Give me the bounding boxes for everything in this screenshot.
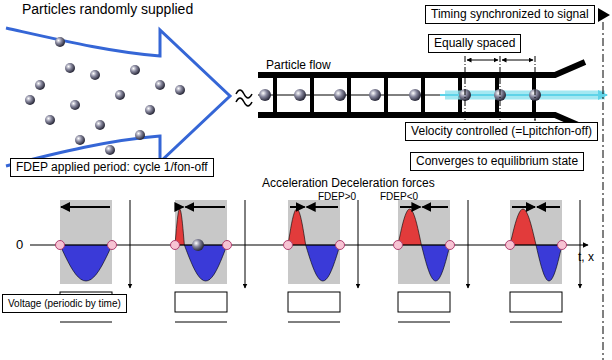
particle [115, 90, 125, 100]
particle [70, 100, 80, 110]
text-box: Velocity controlled (=Lpitchfon-off) [405, 122, 598, 141]
particle [95, 120, 105, 130]
text-box: Converges to equilibrium state [410, 152, 584, 171]
heading-label: Particles randomly supplied [22, 2, 193, 16]
particle [90, 70, 100, 80]
particle [65, 63, 75, 73]
particle [259, 89, 271, 101]
force-sign: FDEP<0 [380, 190, 418, 204]
particle [130, 65, 140, 75]
particle [25, 95, 35, 105]
particle [155, 80, 165, 90]
box-text: Equally spaced [434, 36, 515, 50]
force-label: Acceleration Deceleration forces [262, 176, 435, 190]
axis-label: t, x [578, 250, 594, 264]
spacing-marks [465, 56, 535, 122]
inflow-arrow [6, 28, 230, 166]
box-text: Voltage (periodic by time) [8, 298, 121, 309]
particle [409, 89, 421, 101]
text-box: Voltage (periodic by time) [2, 294, 127, 313]
timing-line [603, 22, 604, 360]
random-particles [25, 37, 185, 155]
particle [135, 130, 145, 140]
box-text: Velocity controlled (=Lpitchfon-off) [411, 124, 592, 138]
particle [75, 135, 85, 145]
particle [55, 37, 65, 47]
text-box: Equally spaced [428, 34, 521, 53]
text-box: Timing synchronized to signal [425, 5, 595, 24]
particle [105, 145, 115, 155]
force-sign: FDEP>0 [318, 190, 356, 204]
box-text: FDEP applied period: cycle 1/fon-off [16, 160, 208, 174]
text-box: FDEP applied period: cycle 1/fon-off [10, 158, 214, 177]
leader-line [535, 103, 536, 121]
axis-origin: 0 [16, 238, 23, 252]
particle [35, 80, 45, 90]
particle [175, 85, 185, 95]
particle [45, 115, 55, 125]
particle [334, 89, 346, 101]
particle [145, 105, 155, 115]
break-symbol [236, 90, 252, 106]
particle [369, 89, 381, 101]
flow-label: Particle flow [266, 58, 331, 72]
timing-arrowhead [598, 8, 610, 22]
box-text: Converges to equilibrium state [416, 154, 578, 168]
particle [294, 89, 306, 101]
box-text: Timing synchronized to signal [431, 7, 589, 21]
